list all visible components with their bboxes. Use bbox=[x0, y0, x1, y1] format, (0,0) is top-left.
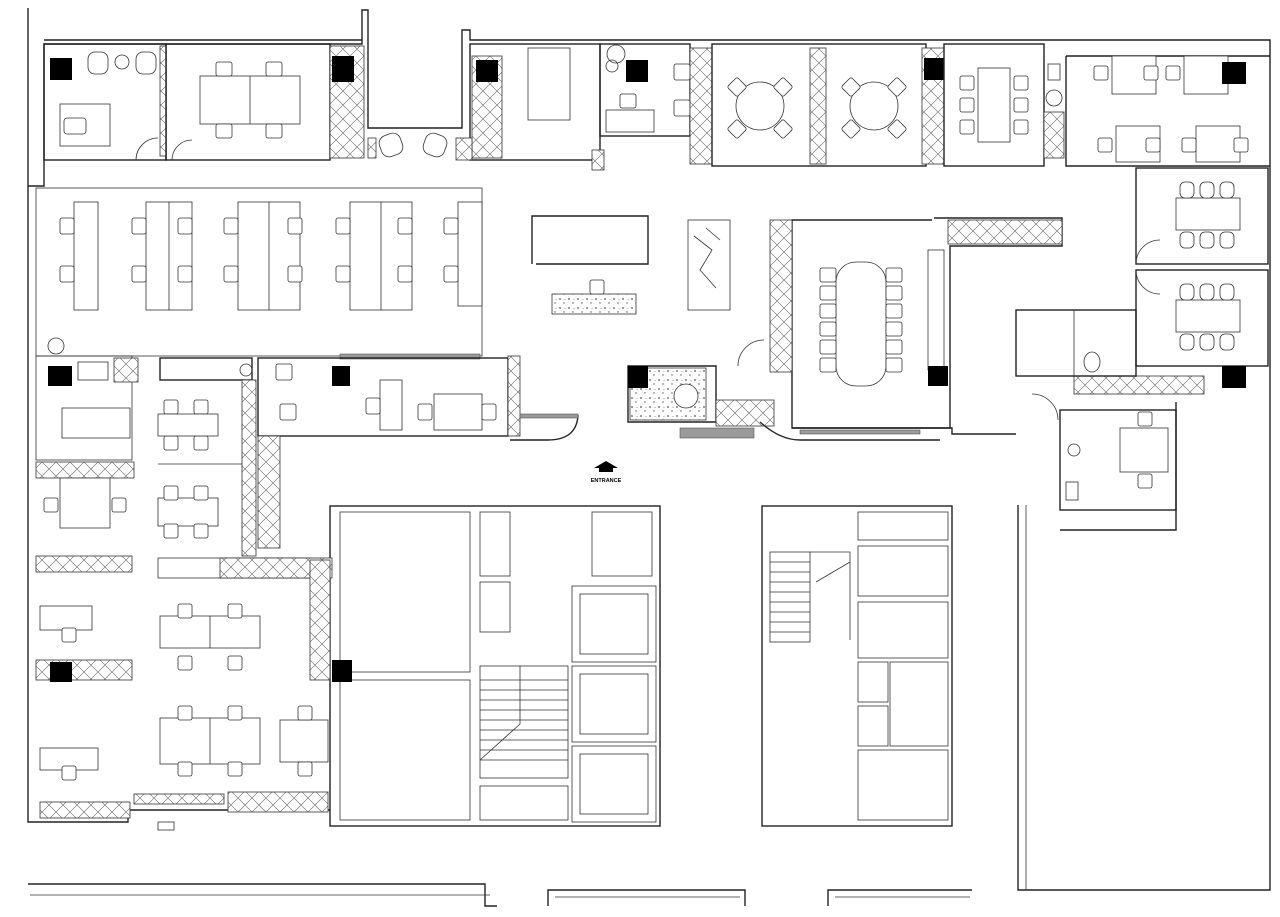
team-room-north bbox=[165, 43, 365, 161]
stair-core-left bbox=[479, 665, 569, 779]
workstation-cluster-1 bbox=[59, 201, 99, 311]
boardroom bbox=[769, 217, 1063, 435]
pantry-lounge bbox=[627, 339, 940, 441]
office-northeast bbox=[1065, 55, 1270, 167]
west-offices bbox=[35, 337, 139, 819]
restroom-area bbox=[1015, 309, 1177, 511]
entrance-arrow-icon bbox=[594, 461, 618, 472]
meeting-room-northeast bbox=[943, 43, 1065, 167]
entrance-marker: ENTRANCE bbox=[591, 461, 622, 484]
team-room-southwest bbox=[133, 557, 333, 831]
offices-central-south bbox=[257, 355, 579, 549]
workstation-cluster-2 bbox=[131, 201, 193, 311]
workstation-cluster-5 bbox=[443, 201, 483, 307]
private-office-northwest bbox=[43, 43, 167, 161]
entrance-label: ENTRANCE bbox=[591, 478, 622, 484]
exterior-walls bbox=[27, 8, 1271, 907]
lounge-chairs-north bbox=[367, 132, 448, 159]
round-meeting-rooms bbox=[711, 43, 945, 167]
workstation-cluster-4 bbox=[335, 201, 413, 311]
rooms-north-center bbox=[455, 43, 713, 171]
building-core bbox=[329, 505, 953, 827]
reception-area bbox=[531, 215, 731, 315]
small-tables-west bbox=[157, 357, 257, 557]
open-workstations bbox=[35, 187, 483, 360]
meeting-rooms-east bbox=[1073, 167, 1269, 395]
workstation-cluster-3 bbox=[223, 201, 303, 311]
stair-core-right bbox=[769, 551, 851, 643]
